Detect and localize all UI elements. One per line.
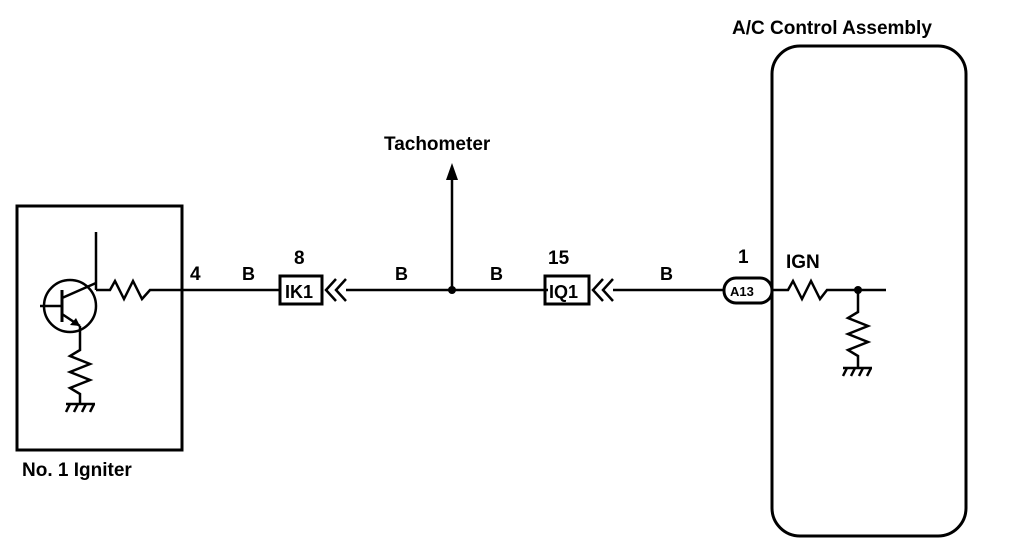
connector-ik1: IK1 8 [278, 248, 347, 306]
tachometer-branch: Tachometer [384, 134, 491, 294]
ac-control-resistor [772, 278, 886, 302]
ign-terminal-label: IGN [786, 252, 820, 273]
connector-iq1: IQ1 15 [543, 248, 614, 306]
igniter-label: No. 1 Igniter [22, 460, 132, 481]
connector-ik1-pin: 8 [294, 248, 305, 269]
igniter-ground-resistor [66, 326, 94, 404]
tachometer-arrow-icon [446, 163, 458, 180]
igniter-pin-number: 4 [190, 264, 201, 285]
igniter-ground-icon [64, 402, 96, 413]
transistor-symbol [40, 232, 98, 334]
wire-color-label-2: B [395, 264, 408, 284]
igniter-resistor [96, 278, 182, 302]
connector-a13-label: A13 [730, 284, 754, 299]
igniter-box [15, 204, 184, 452]
wire-color-label-4: B [660, 264, 673, 284]
ac-control-label: A/C Control Assembly [732, 18, 932, 39]
wire-color-label-3: B [490, 264, 503, 284]
connector-iq1-pin: 15 [548, 248, 570, 269]
igniter-component: No. 1 Igniter [15, 204, 184, 481]
ac-control-pin-number: 1 [738, 247, 749, 268]
connector-ik1-chevron-icon [324, 278, 347, 302]
wire-color-label-1: B [242, 264, 255, 284]
ac-control-ground-resistor [844, 290, 872, 368]
connector-iq1-label: IQ1 [549, 282, 578, 302]
tachometer-label: Tachometer [384, 134, 491, 155]
ac-control-component: A/C Control Assembly A13 1 IGN [722, 18, 968, 538]
connector-ik1-label: IK1 [285, 282, 313, 302]
ac-control-ground-icon [841, 366, 873, 377]
connector-iq1-chevron-icon [591, 278, 614, 302]
